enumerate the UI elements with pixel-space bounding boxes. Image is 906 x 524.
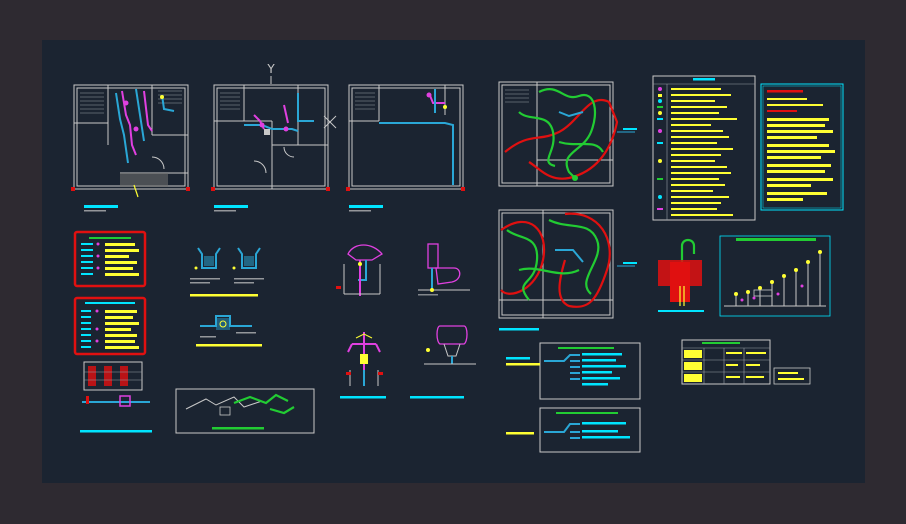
plan-2nd-floor-plumbing xyxy=(211,84,330,212)
plan-2nd-floor-drainage xyxy=(498,209,637,331)
fixture-details xyxy=(336,243,476,399)
north-marker: Y xyxy=(266,62,275,76)
sink-detail xyxy=(336,244,383,296)
plan-1st-floor-plumbing xyxy=(71,84,190,212)
equipment-table-2 xyxy=(73,296,147,356)
axis-markers: Y xyxy=(266,62,337,129)
valve-details xyxy=(190,247,264,347)
symbol-legend xyxy=(652,75,756,221)
valve-detail-2 xyxy=(196,315,262,347)
plan-roof-plumbing xyxy=(346,84,465,212)
riser-diagram xyxy=(658,235,831,317)
notes-legend xyxy=(760,83,844,211)
legend-tables xyxy=(652,75,844,221)
equipment-table-1 xyxy=(73,230,147,288)
water-riser-isometric xyxy=(719,235,831,317)
drawing-sheet: .w { stroke:#c8c8c8; stroke-width:1; fil… xyxy=(42,40,865,483)
isometric-piping-detail xyxy=(175,388,315,434)
riser-pipe-detail xyxy=(658,238,704,312)
toilet-detail xyxy=(418,243,470,296)
summary-table xyxy=(681,339,811,385)
isometric-cold-water xyxy=(506,342,641,400)
cad-drawing: .w { stroke:#c8c8c8; stroke-width:1; fil… xyxy=(71,62,844,453)
tank-section-detail xyxy=(80,361,152,433)
isometric-diagrams xyxy=(506,342,641,453)
plan-1st-floor-drainage xyxy=(498,81,637,187)
shower-valve-detail xyxy=(340,332,386,399)
equipment-tables xyxy=(73,230,147,356)
isometric-hot-water xyxy=(506,407,641,453)
tank-fixture-detail xyxy=(410,325,476,399)
valve-detail-1 xyxy=(190,247,264,297)
